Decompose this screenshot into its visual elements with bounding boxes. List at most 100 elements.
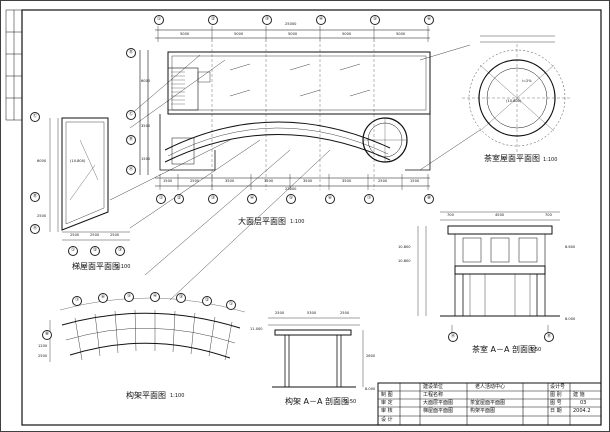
- section-elevation: 10.800: [398, 259, 411, 263]
- title-block-row-c2: 构架平面图: [470, 408, 496, 414]
- grid-bubble: ③: [208, 194, 218, 204]
- section-elevation: 8.600: [565, 245, 576, 249]
- grid-bubble: Ⓑ: [544, 332, 554, 342]
- grid-bubble: ⑦: [364, 194, 374, 204]
- grid-bubble: Ⓒ: [30, 112, 40, 122]
- pergola-section-height: 2600: [366, 354, 376, 358]
- grid-bubble: ①: [226, 300, 236, 310]
- stair-elevation: (10.800): [70, 159, 86, 163]
- pergola-section: [268, 317, 364, 388]
- teahouse-elevation: (10.800): [506, 99, 522, 103]
- title-block-meta-key: 日 期: [550, 408, 562, 414]
- sheet-inner-border: [21, 9, 602, 426]
- pergola-plan-title: 构架平面图: [126, 391, 166, 400]
- title-block-meta-value: 建 施: [573, 392, 585, 398]
- stair-dim-bottom: 2500: [110, 233, 120, 237]
- stair-dim-left: 6000: [37, 159, 47, 163]
- grid-bubble: Ⓓ: [126, 48, 136, 58]
- main-dim-bottom-seg: 3500: [264, 179, 274, 183]
- grid-bubble: ⑥: [98, 293, 108, 303]
- grid-bubble: ①: [156, 194, 166, 204]
- grid-bubble: ①: [154, 15, 164, 25]
- title-block-project-label: 建设单位: [423, 384, 444, 390]
- main-dim-bottom-seg: 2500: [190, 179, 200, 183]
- main-roof-plan: [139, 26, 431, 190]
- title-block-frame: [377, 382, 602, 426]
- teahouse-roof-plan: [462, 35, 572, 152]
- section-dim-top: 4500: [495, 213, 505, 217]
- teahouse-slope: i=2%: [522, 79, 532, 83]
- title-block-meta-key: 设计号: [550, 384, 566, 390]
- grid-bubble: ⑦: [72, 296, 82, 306]
- grid-bubble: ⑧: [42, 330, 52, 340]
- teahouse-roof-plan-scale: 1:100: [543, 157, 558, 163]
- title-block-meta-value: 03: [580, 400, 587, 406]
- stair-dim-bottom: 2500: [90, 233, 100, 237]
- main-dim-left: 6000: [141, 79, 151, 83]
- section-elevation: 8.000: [565, 317, 576, 321]
- main-dim-top-seg: 5000: [288, 32, 298, 36]
- grid-bubble: Ⓐ: [448, 332, 458, 342]
- grid-bubble: ④: [316, 15, 326, 25]
- pergola-section-title: 构架 A－A 剖面图: [285, 397, 350, 406]
- pergola-section-elevation: 8.000: [365, 387, 376, 391]
- title-block-meta-key: 图 号: [550, 400, 562, 406]
- pergola-plan: [49, 297, 246, 362]
- main-dim-bottom-seg: 3500: [342, 179, 352, 183]
- grid-bubble: ②: [202, 296, 212, 306]
- main-dim-top-seg: 5000: [234, 32, 244, 36]
- main-dim-top-seg: 5000: [180, 32, 190, 36]
- grid-bubble: ④: [247, 194, 257, 204]
- grid-bubble: ⑥: [325, 194, 335, 204]
- main-dim-top-total: 25000: [285, 22, 297, 26]
- main-dim-top-seg: 5000: [396, 32, 406, 36]
- pergola-section-dim-top: 5300: [307, 311, 317, 315]
- grid-bubble: Ⓐ: [30, 224, 40, 234]
- grid-bubble: ②: [208, 15, 218, 25]
- pergola-section-dim-top: 2500: [275, 311, 285, 315]
- grid-bubble: ⑤: [370, 15, 380, 25]
- section-dim-top: 700: [447, 213, 454, 217]
- grid-bubble: Ⓐ: [126, 165, 136, 175]
- title-block-row-label: 制 图: [381, 392, 393, 398]
- main-dim-bottom-seg: 1500: [163, 179, 173, 183]
- main-roof-plan-scale: 1:100: [290, 219, 305, 225]
- main-dim-left: 3500: [141, 124, 151, 128]
- pergola-section-scale: 1:50: [345, 399, 357, 405]
- grid-bubble: Ⓑ: [126, 135, 136, 145]
- grid-bubble: ③: [176, 293, 186, 303]
- grid-bubble: ②: [90, 246, 100, 256]
- grid-bubble: ①: [68, 246, 78, 256]
- title-block-name-label: 工程名称: [423, 392, 444, 398]
- title-block-row-label: 设 计: [381, 417, 393, 423]
- grid-bubble: Ⓒ: [126, 110, 136, 120]
- grid-bubble: Ⓑ: [30, 192, 40, 202]
- grid-bubble: ③: [115, 246, 125, 256]
- grid-bubble: ⑤: [286, 194, 296, 204]
- main-dim-bottom-total: 22000: [285, 187, 297, 191]
- grid-bubble: ⑤: [124, 292, 134, 302]
- teahouse-roof-plan-title: 茶室屋面平面图: [484, 154, 540, 163]
- grid-bubble: ③: [262, 15, 272, 25]
- title-block-meta-value: 2004.2: [573, 408, 591, 414]
- section-dim-top: 700: [545, 213, 552, 217]
- title-block-row-c1: 大面层平面图: [423, 400, 454, 406]
- pergola-section-elevation: 11.000: [250, 327, 263, 331]
- main-dim-top-seg: 5000: [342, 32, 352, 36]
- title-block-row-c2: 茶室屋面平面图: [470, 400, 506, 406]
- stair-roof-plan-title: 梯屋面平面图: [72, 262, 120, 271]
- stair-dim-bottom: 2500: [70, 233, 80, 237]
- main-dim-left: 1500: [141, 157, 151, 161]
- pergola-plan-scale: 1:100: [170, 393, 185, 399]
- stair-roof-plan-scale: 1:100: [116, 264, 131, 270]
- title-block-project-name: 老人活动中心: [475, 384, 506, 390]
- grid-bubble: ④: [150, 292, 160, 302]
- main-dim-bottom-seg: 3500: [225, 179, 235, 183]
- binding-strip: [5, 9, 23, 121]
- title-block-meta-key: 图 别: [550, 392, 562, 398]
- title-block-row-label: 审 核: [381, 408, 393, 414]
- teahouse-section-scale: 1:50: [530, 347, 542, 353]
- grid-bubble: ②: [174, 194, 184, 204]
- main-dim-bottom-seg: 1500: [410, 179, 420, 183]
